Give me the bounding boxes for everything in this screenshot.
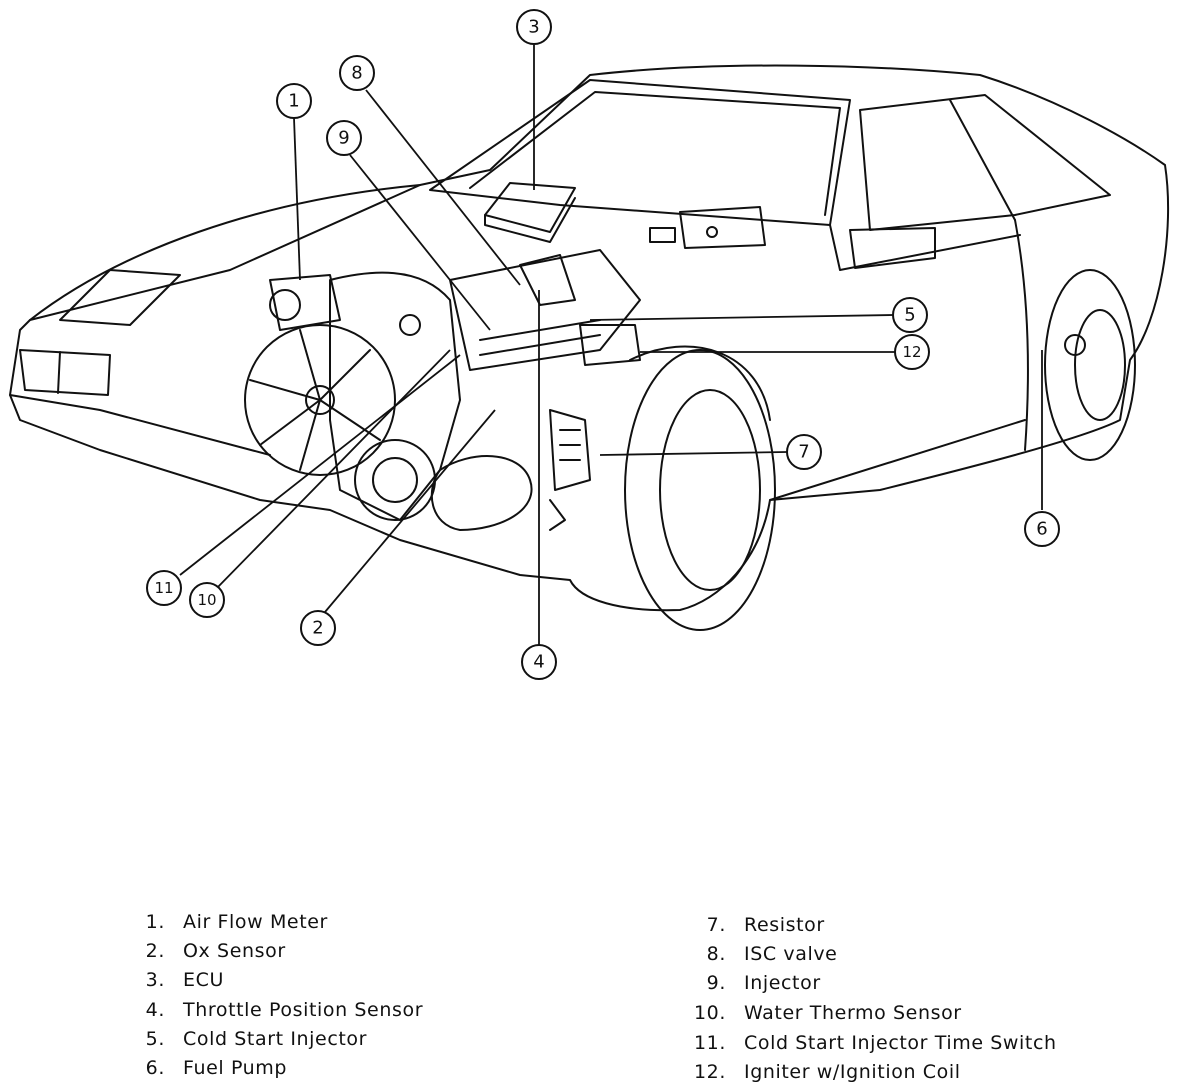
legend-item: 4. Throttle Position Sensor [146, 998, 424, 1022]
ecu-box [484, 182, 576, 233]
legend-number: 1. [145, 911, 165, 933]
callout-6: 6 [1036, 519, 1047, 540]
legend-number: 7. [706, 914, 726, 936]
callout-9: 9 [338, 128, 349, 149]
legend-label: ECU [183, 969, 224, 991]
resistor-bracket [549, 409, 591, 491]
callout-5: 5 [904, 305, 915, 326]
leader-2 [324, 409, 496, 613]
callout-circle-7 [786, 434, 822, 470]
air-flow-meter [269, 274, 341, 331]
legend-label: Ox Sensor [183, 940, 286, 962]
leader-11 [179, 354, 461, 576]
callout-11: 11 [154, 579, 173, 597]
legend-label: Throttle Position Sensor [183, 999, 424, 1021]
legend-number: 2. [145, 940, 165, 962]
rear-wheel [1044, 269, 1136, 461]
legend-item: 12. Igniter w/Ignition Coil [694, 1060, 961, 1084]
front-wheel [624, 349, 776, 631]
callout-circle-11 [146, 570, 182, 606]
pulley-lower [354, 439, 436, 521]
headlight-panel [19, 349, 111, 396]
bumper-line [9, 394, 271, 456]
legend-label: Injector [744, 972, 821, 994]
legend-item: 1. Air Flow Meter [146, 910, 328, 934]
legend-label: Resistor [744, 914, 825, 936]
legend-item: 2. Ox Sensor [146, 939, 286, 963]
engine-block [329, 271, 461, 521]
igniter-assembly [579, 324, 641, 366]
callout-circle-4 [521, 644, 557, 680]
legend-label: Water Thermo Sensor [744, 1002, 962, 1024]
legend-item: 8. ISC valve [707, 942, 838, 966]
legend-number: 11. [693, 1032, 726, 1054]
leader-9 [349, 154, 491, 331]
b-pillar [949, 99, 1016, 221]
legend-number: 12. [693, 1061, 726, 1083]
callout-circle-5 [892, 297, 928, 333]
rear-wheel-hub [1074, 309, 1126, 421]
legend-label: Air Flow Meter [183, 911, 328, 933]
callout-circle-12 [894, 334, 930, 370]
callout-8: 8 [351, 63, 362, 84]
callout-1: 1 [288, 91, 299, 112]
callout-circle-2 [300, 610, 336, 646]
door-rear-edge [1014, 219, 1029, 451]
legend-item: 11. Cold Start Injector Time Switch [694, 1031, 1057, 1055]
radiator-fan [244, 324, 396, 476]
legend-label: ISC valve [744, 943, 838, 965]
front-wheel-inner [659, 389, 761, 591]
leader-7 [599, 451, 788, 456]
rocker-line [769, 419, 1026, 501]
callout-2: 2 [312, 618, 323, 639]
windshield [429, 79, 851, 226]
legend-number: 4. [145, 999, 165, 1021]
leader-1 [293, 117, 301, 281]
side-window [859, 94, 1111, 231]
callout-circle-10 [189, 582, 225, 618]
door-line [829, 224, 1021, 271]
legend-number: 3. [145, 969, 165, 991]
callout-4: 4 [533, 652, 544, 673]
callout-circle-3 [516, 9, 552, 45]
intake-manifold [449, 249, 641, 371]
headlight-divider [57, 351, 61, 394]
fuel-pump-body [1064, 334, 1086, 356]
callout-12: 12 [902, 343, 921, 361]
legend-item: 7. Resistor [707, 913, 825, 937]
leader-10 [214, 349, 451, 591]
legend-number: 5. [145, 1028, 165, 1050]
hood-vent [59, 269, 181, 326]
hood-line [29, 184, 421, 321]
callout-10: 10 [197, 591, 216, 609]
legend-label: Cold Start Injector Time Switch [744, 1032, 1057, 1054]
legend-item: 10. Water Thermo Sensor [694, 1001, 962, 1025]
ecu-box-side [484, 197, 576, 243]
leader-5 [589, 314, 894, 321]
windshield-inner [469, 91, 841, 216]
firewall-module [679, 206, 766, 249]
callout-circle-6 [1024, 511, 1060, 547]
side-mirror [849, 227, 936, 269]
legend-number: 9. [706, 972, 726, 994]
legend-item: 9. Injector [707, 971, 821, 995]
alternator [430, 455, 533, 531]
legend-item: 5. Cold Start Injector [146, 1027, 368, 1051]
legend-item: 3. ECU [146, 968, 224, 992]
legend-label: Cold Start Injector [183, 1028, 368, 1050]
callout-circle-8 [339, 55, 375, 91]
legend-number: 10. [693, 1002, 726, 1024]
legend-item: 6. Fuel Pump [146, 1056, 288, 1080]
callout-circle-1 [276, 83, 312, 119]
legend-label: Igniter w/Ignition Coil [744, 1061, 961, 1083]
legend-label: Fuel Pump [183, 1057, 288, 1079]
legend-number: 8. [706, 943, 726, 965]
car-body-outline [9, 64, 1170, 612]
callout-circle-9 [326, 120, 362, 156]
legend-number: 6. [145, 1057, 165, 1079]
callout-7: 7 [798, 442, 809, 463]
callout-3: 3 [528, 17, 539, 38]
leader-8 [365, 89, 521, 286]
